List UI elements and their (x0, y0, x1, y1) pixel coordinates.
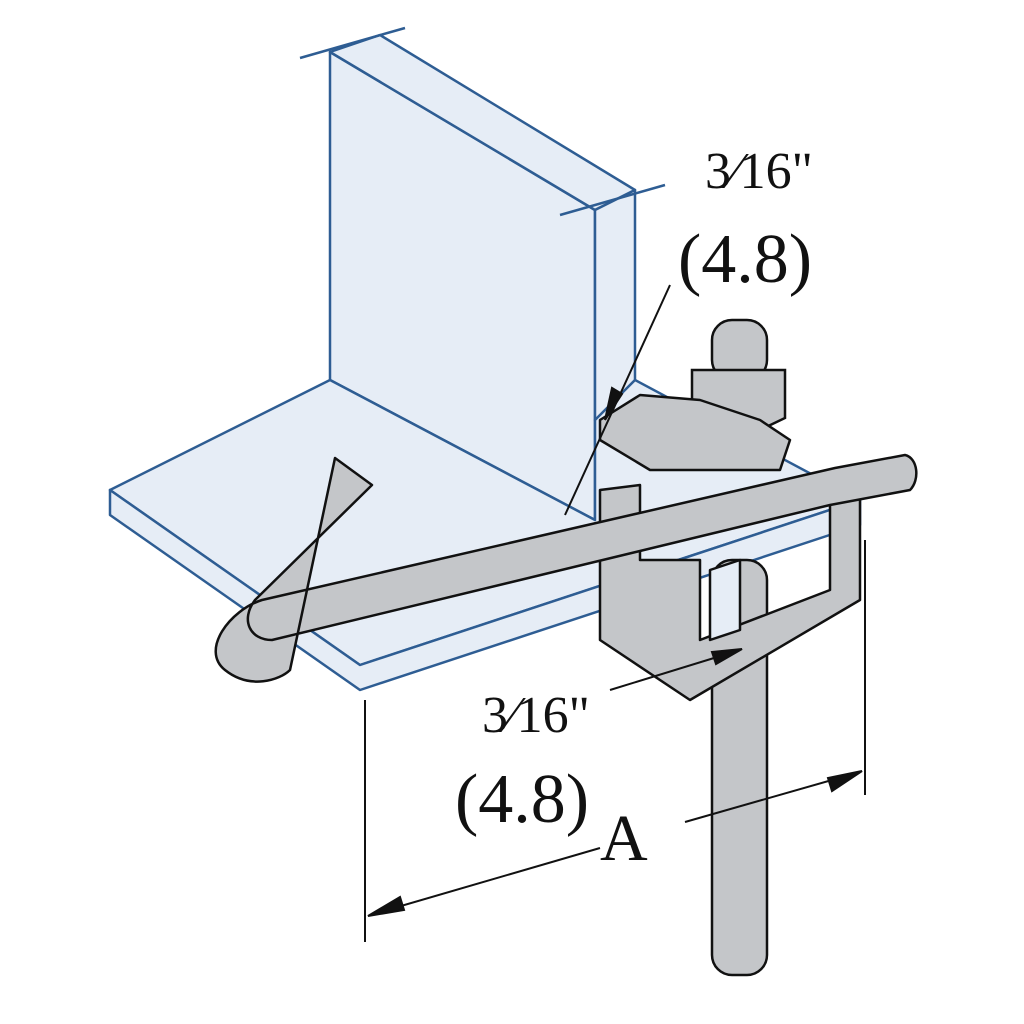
hook-rod-body (214, 453, 918, 683)
extension-line (299, 26, 406, 60)
dim-a-line-left (369, 847, 601, 916)
extension-line (559, 183, 666, 217)
hook-rod (214, 453, 918, 683)
arrowhead (826, 770, 863, 793)
dimension-a-label: A (600, 802, 648, 875)
clamp-slot (708, 558, 742, 642)
top-fraction-label: 3⁄16" (705, 143, 813, 200)
dimension-lines (364, 284, 866, 942)
clamp-top-plate (598, 393, 792, 472)
arrowhead (710, 648, 743, 666)
arrowhead (367, 895, 406, 917)
bottom-fraction-label: 3⁄16" (482, 687, 590, 744)
arrowhead (604, 386, 624, 421)
top-metric-label: (4.8) (678, 221, 812, 298)
bottom-metric-label: (4.8) (455, 761, 589, 838)
